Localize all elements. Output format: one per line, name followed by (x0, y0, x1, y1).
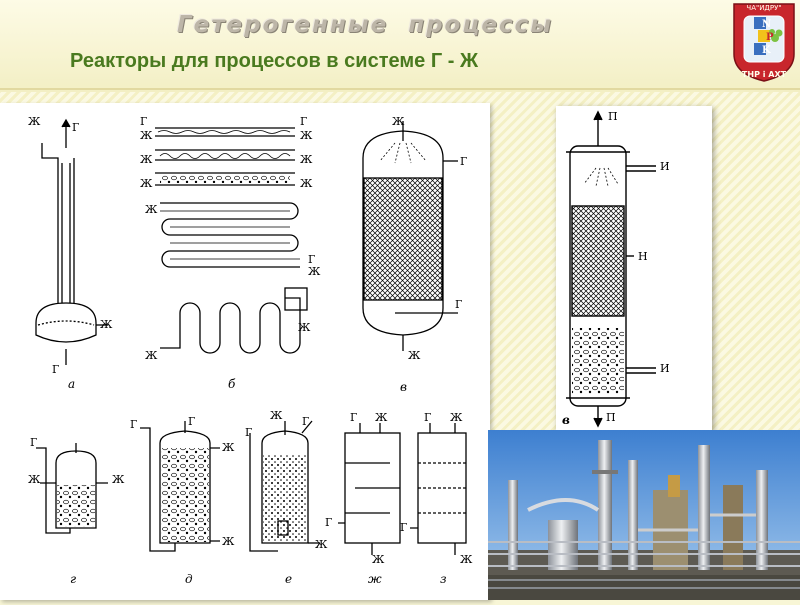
column-diagram: П И Н И П в (562, 110, 670, 428)
reactor-g: Г Ж Ж г (28, 436, 125, 586)
label-inlet-bottom: И (660, 362, 670, 375)
university-logo (733, 3, 795, 82)
label-gas-g: Г (30, 436, 37, 449)
caption-b: б (228, 377, 236, 391)
caption-e: е (285, 572, 292, 586)
caption-right: в (562, 413, 570, 427)
label-liquid-b5: Ж (140, 177, 153, 190)
label-gas-a: Г (72, 121, 79, 134)
reactor-d: Г Г Ж Ж д (130, 415, 235, 586)
caption-d: д (185, 572, 193, 586)
logo-letter-p: P (766, 32, 774, 43)
label-side: Н (638, 250, 648, 263)
label-top: П (608, 110, 618, 123)
label-gas-z2: Г (400, 521, 407, 534)
chemical-plant-photo (488, 430, 800, 600)
label-bottom: П (606, 411, 616, 424)
reactor-diagrams-panel: Ж Г Ж Г а Г Ж Г Ж Ж Ж Ж Ж Ж Г Ж Ж Ж б (0, 103, 490, 600)
label-liquid-d2: Ж (222, 535, 235, 548)
label-liquid-a2: Ж (100, 318, 113, 331)
label-gas-e2: Г (245, 426, 252, 439)
logo-letter-k: K (762, 45, 771, 56)
label-liquid-zh1: Ж (375, 411, 388, 424)
label-liquid-e2: Ж (315, 538, 328, 551)
logo-letter-n: N (762, 19, 771, 30)
plant-illustration (488, 430, 800, 600)
label-liquid-b10: Ж (298, 321, 311, 334)
label-liquid-z2: Ж (460, 553, 473, 566)
slide-subtitle: Реакторы для процессов в системе Г - Ж (70, 50, 479, 72)
label-gas-zh1: Г (350, 411, 357, 424)
label-liquid-b3: Ж (140, 153, 153, 166)
label-liquid-zh2: Ж (372, 553, 385, 566)
label-liquid-b9: Ж (145, 349, 158, 362)
label-liquid-b2: Ж (300, 129, 313, 142)
reactor-b: Г Ж Г Ж Ж Ж Ж Ж Ж Г Ж Ж Ж б (140, 115, 321, 391)
label-gas-z1: Г (424, 411, 431, 424)
label-liquid-v2: Ж (408, 349, 421, 362)
reactor-diagrams: Ж Г Ж Г а Г Ж Г Ж Ж Ж Ж Ж Ж Г Ж Ж Ж б (28, 115, 473, 586)
reactor-v: Ж Г Г Ж в (362, 115, 467, 394)
logo-text-top: ЧА"ИДРУ" (746, 4, 782, 12)
reactor-a: Ж Г Ж Г а (28, 115, 113, 391)
label-liquid-g1: Ж (28, 473, 41, 486)
header-band (0, 0, 800, 92)
label-liquid-d1: Ж (222, 441, 235, 454)
label-liquid-b1: Ж (140, 129, 153, 142)
label-liquid-b4: Ж (300, 153, 313, 166)
label-liquid-b7: Ж (145, 203, 158, 216)
caption-zh: ж (368, 572, 382, 586)
slide-title: Гетерогенные процессы (176, 12, 554, 38)
label-liquid-a: Ж (28, 115, 41, 128)
label-gas-e1: Г (302, 415, 309, 428)
label-gas-d1: Г (130, 418, 137, 431)
header-divider (0, 88, 800, 90)
column-diagram-panel: П И Н И П в (556, 106, 712, 432)
label-gas-b3: Г (308, 253, 315, 266)
logo-letters: N P K (762, 19, 774, 56)
label-liquid-v1: Ж (392, 115, 405, 128)
label-gas-b2: Г (300, 115, 307, 128)
caption-a: а (68, 377, 75, 391)
label-gas-d2: Г (188, 415, 195, 428)
label-liquid-e1: Ж (270, 409, 283, 422)
caption-v: в (400, 380, 407, 394)
label-liquid-g2: Ж (112, 473, 125, 486)
label-gas-v2: Г (455, 298, 462, 311)
reactor-zh: Г Ж Г Ж ж (325, 411, 401, 586)
label-gas-b1: Г (140, 115, 147, 128)
label-gas-a2: Г (52, 363, 59, 376)
reactor-e: Ж Г Г Ж е (245, 409, 328, 586)
label-liquid-b8: Ж (308, 265, 321, 278)
logo-text-bottom: ТНР і АХТ (741, 70, 787, 79)
caption-g: г (70, 572, 76, 586)
label-liquid-b6: Ж (300, 177, 313, 190)
label-inlet-top: И (660, 160, 670, 173)
label-liquid-z1: Ж (450, 411, 463, 424)
label-gas-v1: Г (460, 155, 467, 168)
label-gas-zh2: Г (325, 516, 332, 529)
caption-z: з (440, 572, 447, 586)
reactor-z: Г Ж Г Ж з (400, 411, 473, 586)
